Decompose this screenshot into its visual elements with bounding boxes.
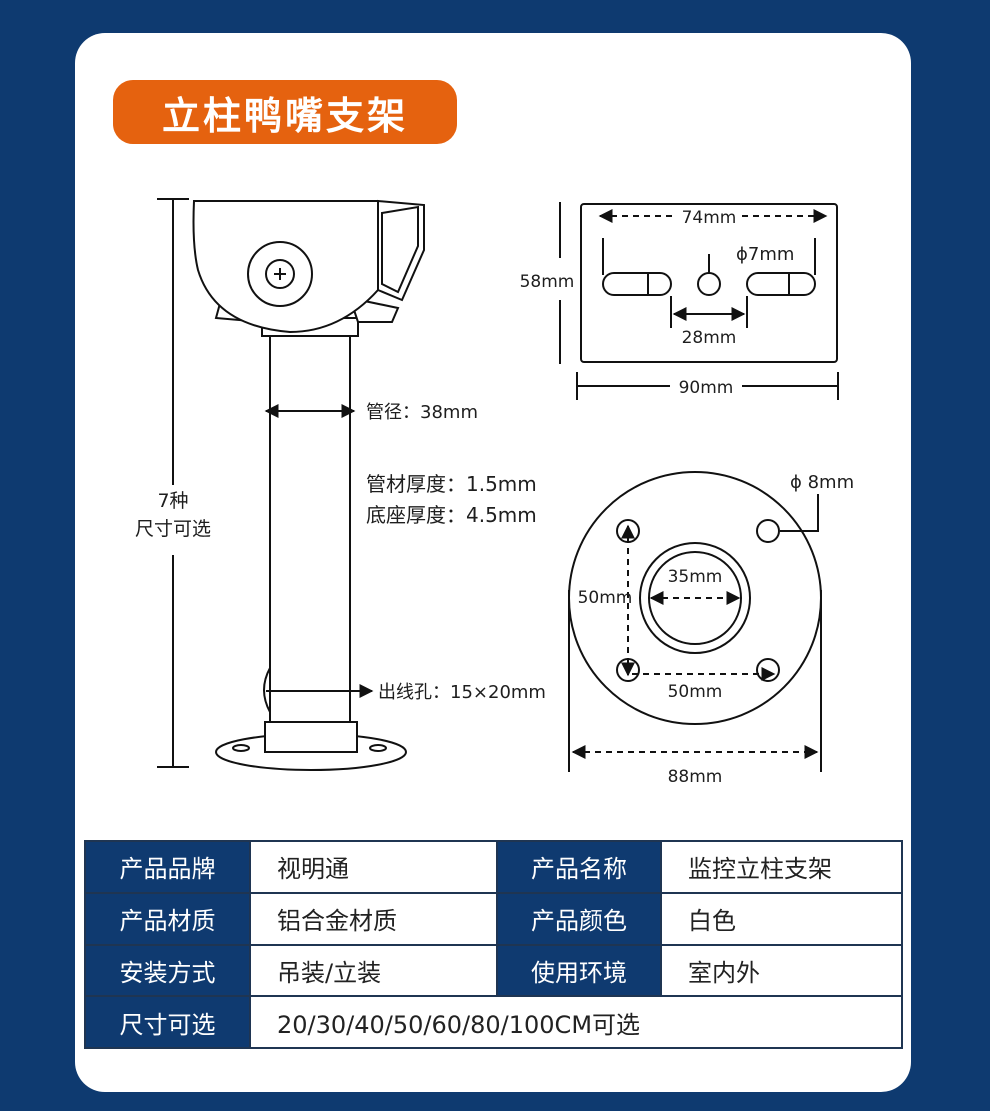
base-hole-top-right [756, 519, 780, 543]
bracket-beak-inner [381, 205, 419, 294]
pipe-thickness-label: 管材厚度：1.5mm [366, 472, 537, 496]
plate-height-label: 58mm [520, 272, 575, 292]
base-hole-leader [780, 494, 819, 532]
cable-hole-label: 出线孔：15×20mm [378, 682, 546, 703]
spec-table: 产品品牌 视明通 产品名称 监控立柱支架 产品材质 铝合金材质 产品颜色 白色 … [84, 840, 903, 1049]
outer-diameter-label: 88mm [668, 767, 723, 787]
pipe [269, 333, 351, 723]
material-label: 产品材质 [84, 891, 251, 946]
gap-label: 28mm [682, 328, 737, 348]
size-value: 20/30/40/50/60/80/100CM可选 [249, 995, 903, 1049]
table-row: 产品材质 铝合金材质 产品颜色 白色 [84, 891, 903, 946]
table-row: 产品品牌 视明通 产品名称 监控立柱支架 [84, 840, 903, 894]
inner-diameter-label: 35mm [668, 567, 723, 587]
base-hole-diameter-label: ϕ 8mm [790, 472, 854, 493]
table-row: 尺寸可选 20/30/40/50/60/80/100CM可选 [84, 995, 903, 1049]
base-thickness-label: 底座厚度：4.5mm [366, 503, 537, 527]
environment-label: 使用环境 [496, 943, 662, 998]
slot-span-label: 74mm [682, 208, 737, 228]
size-label: 尺寸可选 [84, 995, 251, 1049]
color-label: 产品颜色 [496, 891, 662, 946]
name-label: 产品名称 [496, 840, 662, 894]
color-value: 白色 [660, 891, 903, 946]
bracket-beak [377, 199, 425, 302]
horizontal-spacing-label: 50mm [668, 682, 723, 702]
install-value: 吊装/立装 [249, 943, 498, 998]
pipe-diameter-label: 管径：38mm [366, 402, 478, 423]
environment-value: 室内外 [660, 943, 903, 998]
plate-width-label: 90mm [679, 378, 734, 398]
height-label-line2: 尺寸可选 [135, 518, 211, 540]
name-value: 监控立柱支架 [660, 840, 903, 894]
brand-value: 视明通 [249, 840, 498, 894]
plate-center-hole [697, 272, 721, 296]
brand-label: 产品品牌 [84, 840, 251, 894]
bracket-side-view [157, 198, 425, 771]
vertical-spacing-label: 50mm [578, 588, 633, 608]
base-screw-hole-left [232, 744, 250, 752]
plate-slot-right [746, 272, 816, 296]
base-hole-bottom-right [756, 658, 780, 682]
screw-cross-icon [274, 268, 286, 280]
install-label: 安装方式 [84, 943, 251, 998]
top-mounting-plate [580, 203, 838, 363]
base-screw-hole-right [369, 744, 387, 752]
page-title: 立柱鸭嘴支架 [113, 80, 457, 144]
material-value: 铝合金材质 [249, 891, 498, 946]
hole-diameter-label: ϕ7mm [736, 244, 794, 265]
base-collar [264, 721, 358, 753]
table-row: 安装方式 吊装/立装 使用环境 室内外 [84, 943, 903, 998]
plate-slot-left [602, 272, 672, 296]
height-label-line1: 7种 [157, 490, 188, 512]
